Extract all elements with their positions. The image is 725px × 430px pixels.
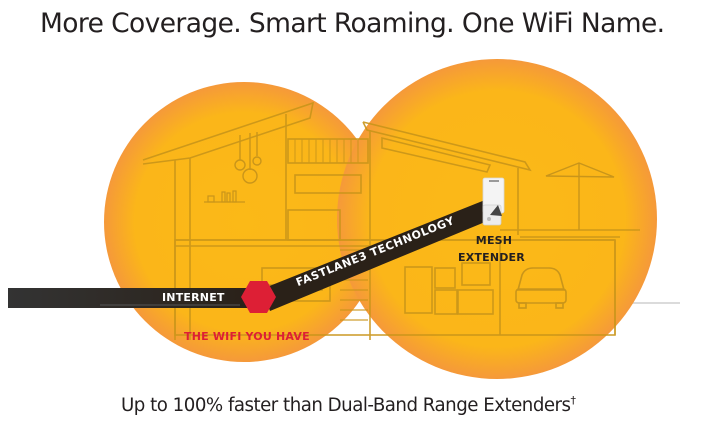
router-label: THE WIFI YOU HAVE <box>184 330 310 343</box>
internet-label: INTERNET <box>162 291 225 304</box>
pendant-lamp-icon <box>234 132 262 184</box>
patio-umbrella-icon <box>545 162 615 230</box>
mesh-extender-device-icon <box>482 177 505 226</box>
bookshelf-icon <box>204 190 245 203</box>
speed-claim: Up to 100% faster than Dual-Band Range E… <box>121 394 681 416</box>
footnote-mark: † <box>570 394 577 407</box>
speed-claim-text: Up to 100% faster than Dual-Band Range E… <box>121 395 571 416</box>
headline: More Coverage. Smart Roaming. One WiFi N… <box>40 8 665 39</box>
router-hexagon-icon <box>241 281 276 313</box>
extender-label-line2: EXTENDER <box>458 251 525 264</box>
internet-bar <box>8 288 258 308</box>
fastlane-band <box>262 200 485 311</box>
car-icon <box>515 267 567 309</box>
extender-label-line1: MESH <box>475 234 513 247</box>
